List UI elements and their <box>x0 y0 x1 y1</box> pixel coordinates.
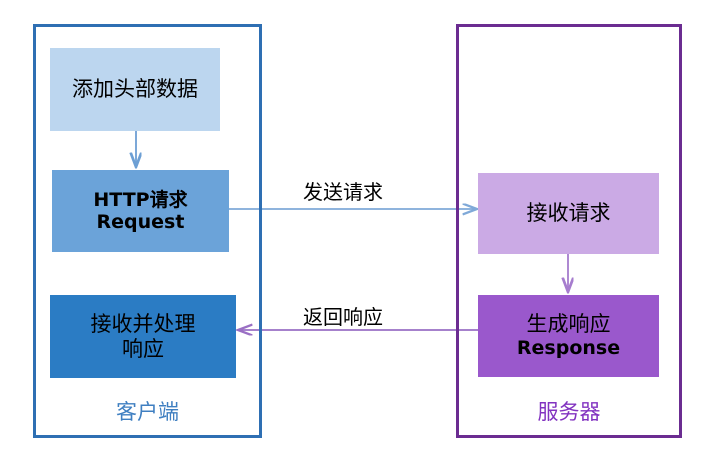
node-generate-response-line-2: Response <box>516 337 621 360</box>
node-add-header-data[interactable]: 添加头部数据 <box>50 48 220 131</box>
node-receive-request-line-1: 接收请求 <box>526 201 611 226</box>
node-receive-request[interactable]: 接收请求 <box>478 173 659 254</box>
node-http-request[interactable]: HTTP请求 Request <box>52 170 229 252</box>
send-request-label: 发送请求 <box>303 180 383 204</box>
node-generate-response[interactable]: 生成响应 Response <box>478 295 659 377</box>
node-http-request-line-2: Request <box>96 211 185 233</box>
node-receive-and-process-response-line-1: 接收并处理 <box>90 311 196 336</box>
server-container <box>456 24 682 438</box>
node-generate-response-line-1: 生成响应 <box>526 312 611 337</box>
node-add-header-data-line-1: 添加头部数据 <box>72 77 198 102</box>
node-http-request-line-1: HTTP请求 <box>93 188 188 211</box>
node-receive-and-process-response-line-2: 响应 <box>122 336 164 361</box>
client-container <box>33 24 262 438</box>
return-response-label: 返回响应 <box>303 305 383 329</box>
client-caption: 客户端 <box>116 400 179 424</box>
server-caption: 服务器 <box>537 400 601 424</box>
node-receive-and-process-response[interactable]: 接收并处理 响应 <box>50 295 236 378</box>
